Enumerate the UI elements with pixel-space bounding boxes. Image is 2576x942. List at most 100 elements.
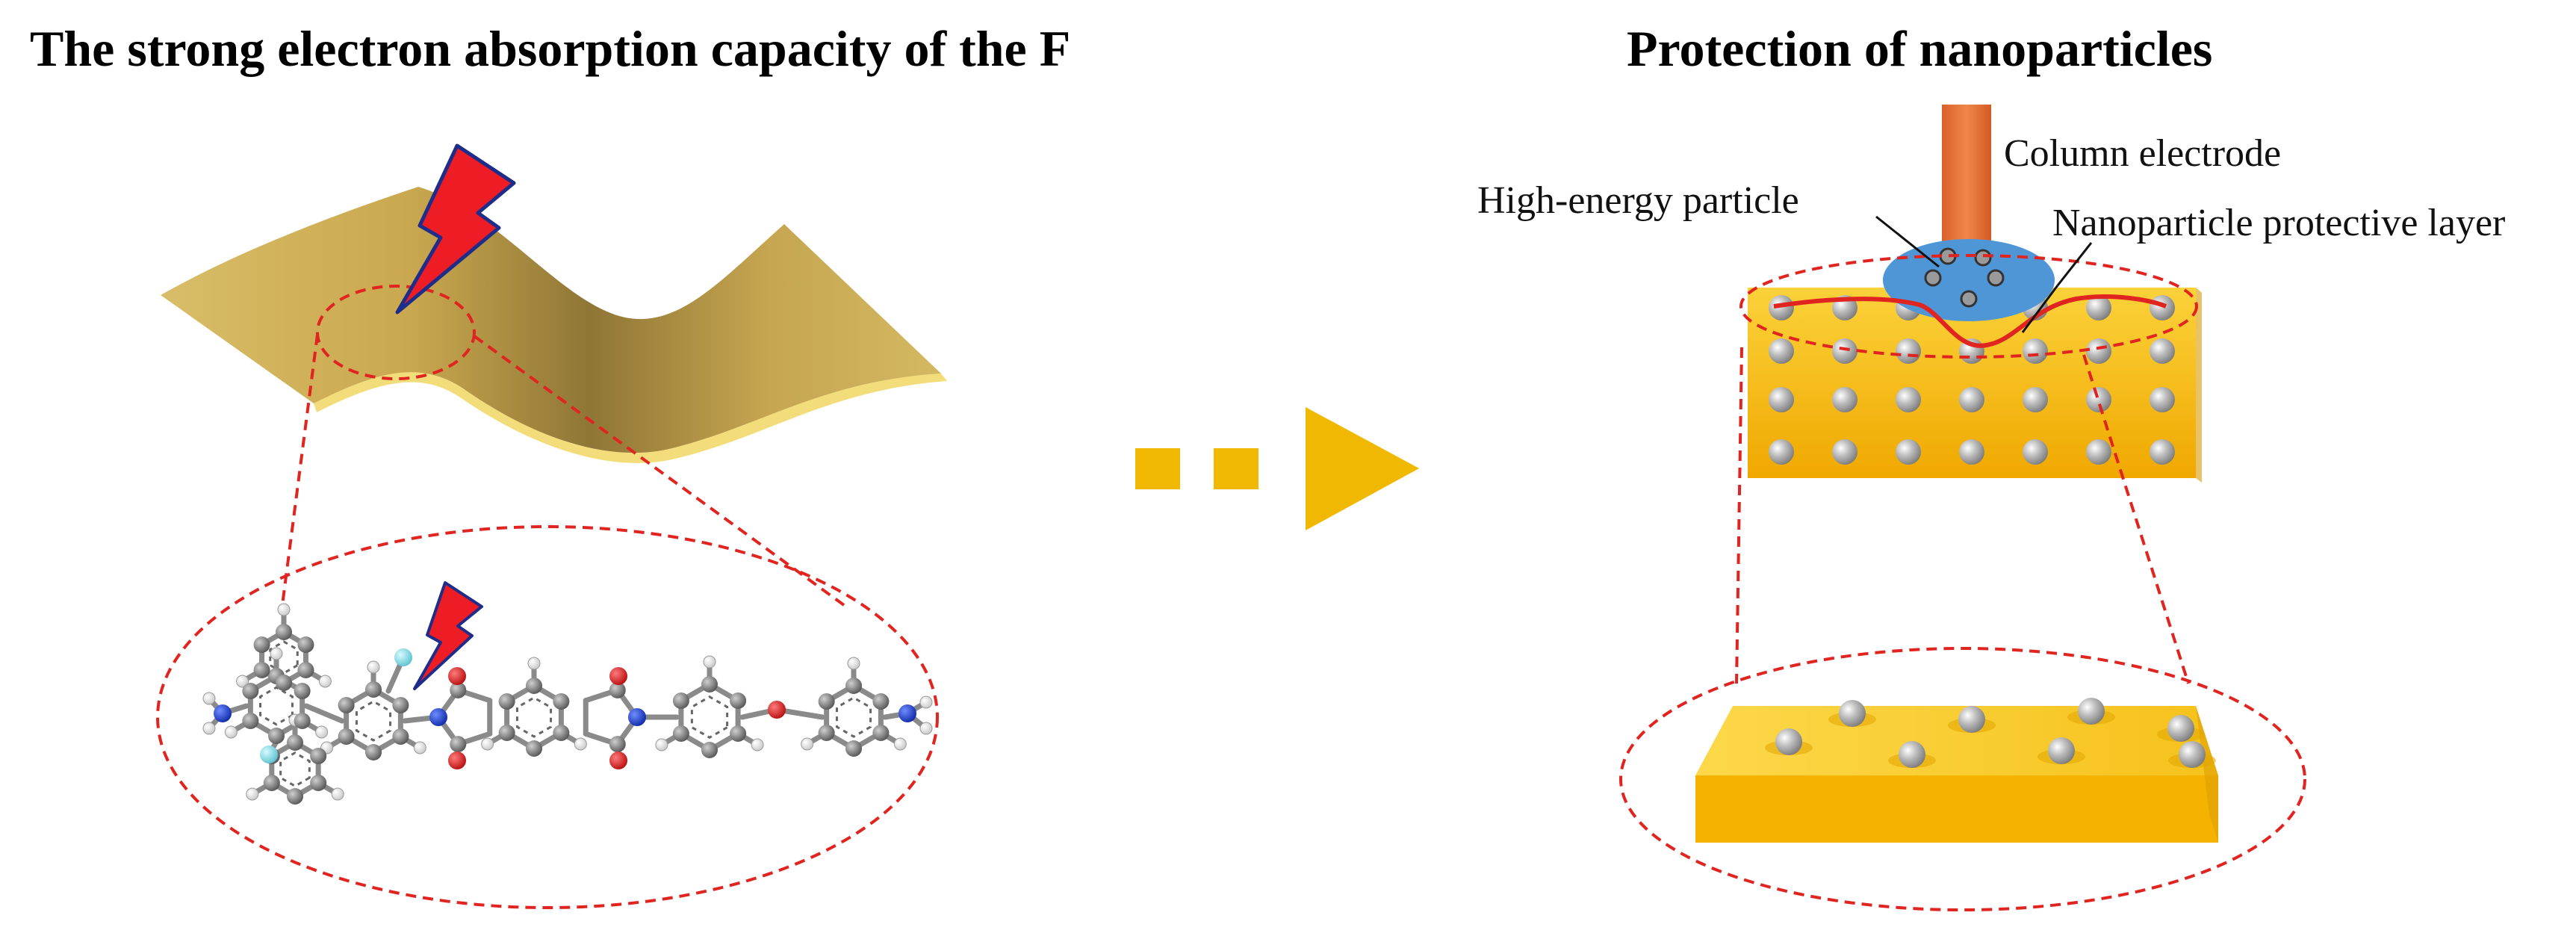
- hydrogen-atom-icon: [751, 738, 764, 752]
- carbon-atom-icon: [609, 681, 626, 698]
- nanoparticle-icon: [1775, 728, 1802, 755]
- arrow-dash: [1214, 448, 1258, 489]
- polyimide-film: [161, 187, 947, 463]
- hydrogen-atom-icon: [801, 737, 814, 751]
- nanoparticle-icon: [1958, 706, 1985, 733]
- arrow-head-icon: [1306, 407, 1419, 530]
- nitrogen-atom-icon: [214, 704, 232, 722]
- hydrogen-atom-icon: [893, 737, 907, 751]
- hydrogen-atom-icon: [331, 787, 344, 801]
- nanoparticle-icon: [2086, 338, 2111, 364]
- hydrogen-atom-icon: [919, 722, 933, 735]
- carbon-atom-icon: [338, 697, 355, 713]
- aromatic-ring-icon: [515, 696, 553, 738]
- hydrogen-atom-icon: [315, 725, 329, 739]
- carbon-atom-icon: [365, 744, 382, 760]
- carbon-atom-icon: [294, 683, 311, 699]
- block-focus-ellipse: [1739, 254, 2198, 359]
- carbon-atom-icon: [450, 681, 467, 698]
- carbon-atom-icon: [268, 728, 285, 744]
- surface-zoom-ellipse: [1619, 647, 2306, 911]
- zoom-connector-line: [281, 334, 319, 606]
- carbon-atom-icon: [253, 662, 270, 678]
- aromatic-ring-icon: [355, 700, 392, 742]
- label-column-electrode: Column electrode: [2004, 132, 2281, 175]
- aromatic-ring-icon: [279, 751, 311, 788]
- nanoparticle-icon: [1769, 295, 1794, 320]
- carbon-atom-icon: [872, 693, 890, 710]
- column-electrode: [1942, 105, 1991, 254]
- carbon-atom-icon: [845, 678, 862, 694]
- carbon-atom-icon: [287, 734, 303, 751]
- zoom-connector-line: [473, 335, 845, 607]
- surface-nanoparticles: [1765, 698, 2216, 768]
- nanoparticle-icon: [1959, 387, 1984, 412]
- nanoparticle-icon: [2086, 295, 2111, 320]
- carbon-atom-icon: [338, 728, 355, 745]
- nitrogen-atom-icon: [899, 704, 916, 722]
- carbon-atom-icon: [276, 624, 292, 640]
- carbon-atom-icon: [498, 693, 515, 710]
- leader-line: [2021, 285, 2059, 333]
- nanoparticle-icon: [2048, 737, 2075, 764]
- aromatic-ring-icon: [835, 696, 872, 738]
- carbon-atom-icon: [609, 736, 626, 753]
- nanoparticle-icon: [1959, 439, 1984, 465]
- carbon-atom-icon: [818, 693, 835, 710]
- carbon-atom-icon: [526, 678, 542, 694]
- carbon-atom-icon: [392, 728, 409, 745]
- nitrogen-atom-icon: [628, 708, 646, 726]
- hydrogen-atom-icon: [202, 722, 216, 735]
- aromatic-ring-icon: [690, 695, 729, 740]
- carbon-atom-icon: [287, 788, 303, 805]
- high-energy-particles: [1924, 247, 2005, 308]
- hydrogen-atom-icon: [367, 660, 380, 674]
- leader-line: [1875, 215, 1940, 268]
- carbon-atom-icon: [730, 692, 747, 709]
- erosion-profile-line: [1773, 294, 2167, 348]
- carbon-atom-icon: [526, 740, 542, 757]
- carbon-atom-icon: [365, 681, 382, 698]
- arrow-dash: [1135, 448, 1180, 489]
- nanoparticle-icon: [1769, 338, 1794, 364]
- nanoparticle-icon: [2023, 338, 2048, 364]
- carbon-atom-icon: [450, 736, 467, 753]
- carbon-atom-icon: [701, 742, 718, 758]
- fluorine-atom-icon: [260, 746, 278, 763]
- nanoparticle-icon: [1832, 338, 1857, 364]
- nanoparticle-icon: [1769, 387, 1794, 412]
- hydrogen-atom-icon: [847, 657, 860, 670]
- nanoparticle-icon: [1832, 439, 1857, 465]
- hydrogen-atom-icon: [270, 647, 283, 660]
- carbon-atom-icon: [701, 676, 718, 692]
- oxygen-atom-icon: [448, 667, 466, 685]
- hydrogen-atom-icon: [527, 657, 541, 670]
- nanoparticle-icon: [1839, 700, 1866, 727]
- zoom-connector-line: [2082, 354, 2190, 684]
- bond-line: [303, 703, 345, 724]
- hydrogen-atom-icon: [236, 675, 249, 688]
- carbon-atom-icon: [730, 725, 747, 742]
- high-energy-particle-icon: [1924, 269, 1942, 287]
- transition-arrow: [1135, 407, 1419, 530]
- nanoparticle-icon: [2150, 387, 2175, 412]
- carbon-atom-icon: [297, 636, 314, 653]
- nanoparticle-icon: [2023, 387, 2048, 412]
- nanoparticle-icon: [1899, 741, 1925, 768]
- carbon-atom-icon: [242, 683, 259, 699]
- label-protective-layer: Nanoparticle protective layer: [2052, 202, 2505, 244]
- hydrogen-atom-icon: [277, 603, 291, 616]
- left-panel-title: The strong electron absorption capacity …: [30, 20, 1070, 77]
- nanoparticle-icon: [1896, 439, 1921, 465]
- carbon-atom-icon: [845, 740, 862, 757]
- carbon-atom-icon: [253, 636, 270, 653]
- nanoparticle-icon: [1896, 338, 1921, 364]
- label-high-energy-particle: High-energy particle: [1477, 179, 1799, 222]
- nanoparticle-icon: [2086, 439, 2111, 465]
- leader-line: [2056, 242, 2093, 286]
- carbon-atom-icon: [872, 725, 890, 741]
- molecule-model: [202, 603, 933, 805]
- nanoparticle-icon: [2086, 387, 2111, 412]
- high-energy-particle-icon: [1974, 249, 1992, 267]
